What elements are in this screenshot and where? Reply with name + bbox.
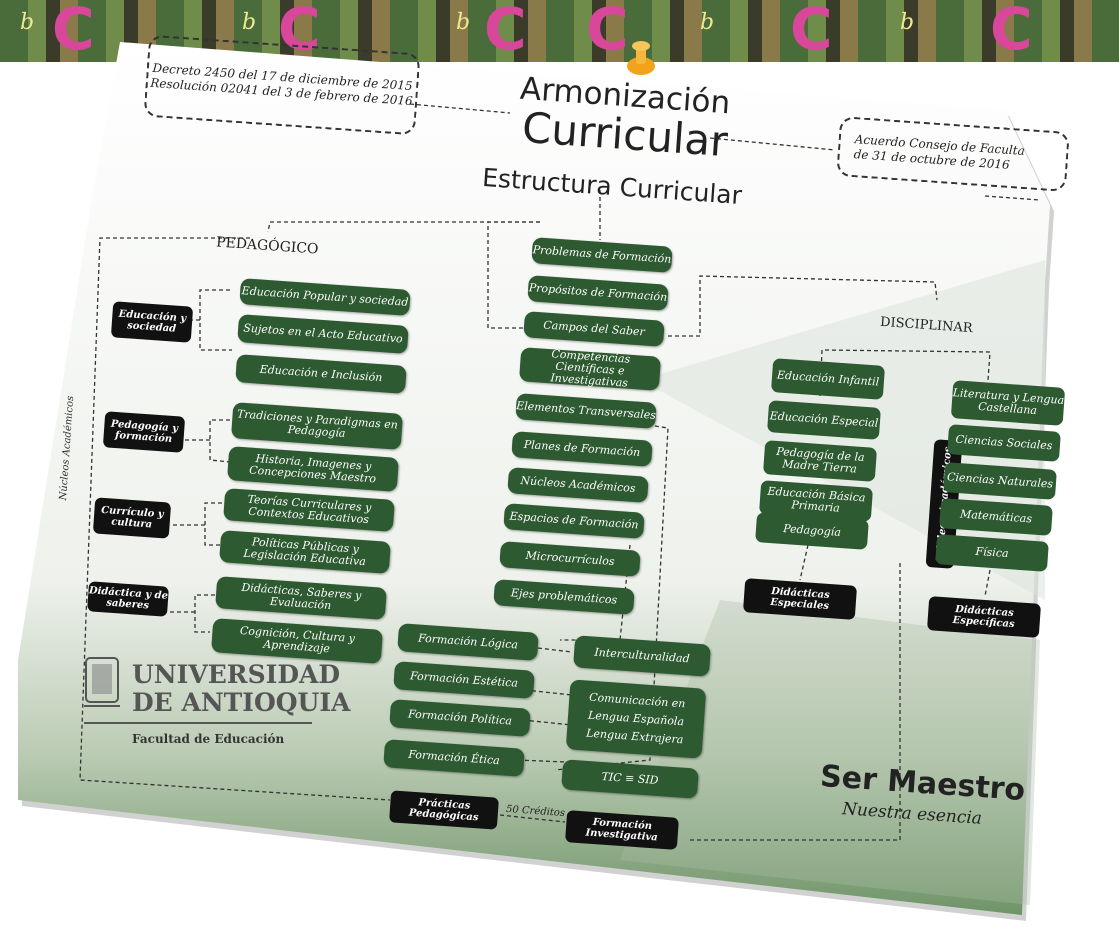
decorative-letter: b xyxy=(20,10,35,35)
group-label-didactica-saberes: Didáctica y de saberes xyxy=(87,581,169,617)
university-name-line2: DE ANTIOQUIA xyxy=(132,688,351,717)
decorative-letter: b xyxy=(242,10,257,35)
decorative-letter: b xyxy=(700,10,715,35)
disciplinar-item: Literatura y Lengua Castellana xyxy=(950,380,1066,426)
decorative-letter: C xyxy=(790,0,833,62)
group-label-curriculo-cultura: Currículo y cultura xyxy=(92,497,172,539)
university-divider xyxy=(84,722,312,724)
decorative-letter: C xyxy=(484,0,527,62)
group-label-educacion-sociedad: Educación y sociedad xyxy=(110,301,194,343)
faculty-name: Facultad de Educación xyxy=(132,732,285,746)
university-name-line1: UNIVERSIDAD xyxy=(132,660,341,689)
group-label-pedagogia-formacion: Pedagogía y formación xyxy=(102,411,186,453)
decorative-letter: C xyxy=(52,0,95,62)
decorative-letter: b xyxy=(900,10,915,35)
pushpin-icon xyxy=(627,41,655,75)
decorative-letter: b xyxy=(456,10,471,35)
university-seal-icon xyxy=(84,657,120,707)
decorative-letter: C xyxy=(586,0,629,62)
decorative-letter: C xyxy=(990,0,1033,62)
formacion-item: Comunicación en Lengua Española Lengua E… xyxy=(565,679,707,759)
decorative-letter: C xyxy=(278,0,321,62)
